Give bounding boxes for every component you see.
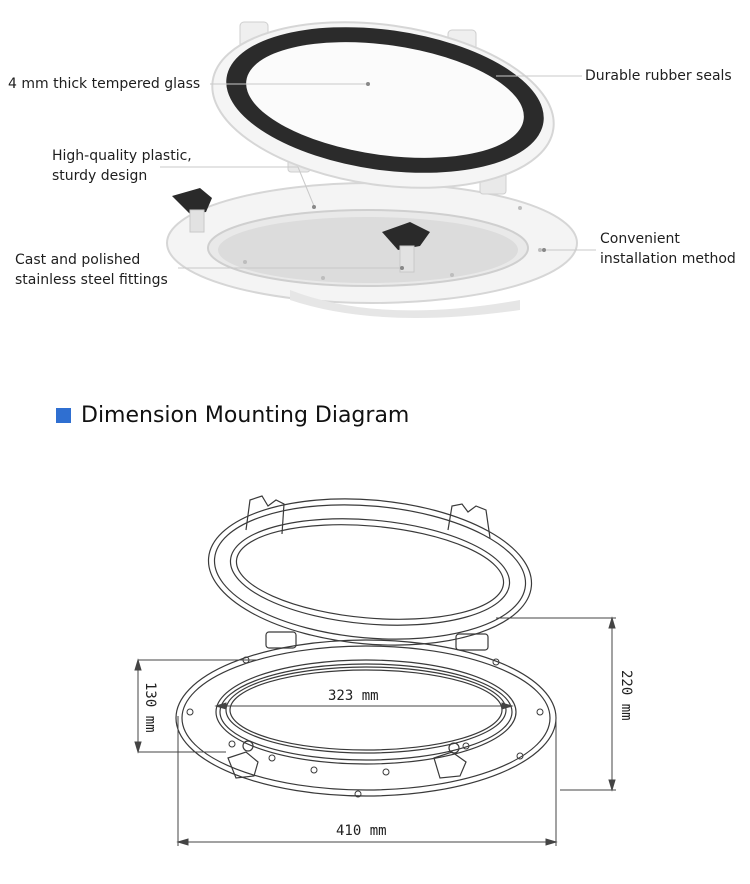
dimension-outer-height: 220 mm [618,670,634,721]
label-rubber-seals: Durable rubber seals [585,68,732,84]
section-title-text: Dimension Mounting Diagram [81,403,410,428]
section-title: Dimension Mounting Diagram [56,403,409,428]
label-steel-fittings: Cast and polished stainless steel fittin… [15,252,168,288]
dimension-inner-height: 130 mm [142,682,158,733]
label-tempered-glass: 4 mm thick tempered glass [8,76,201,92]
dimension-inner-width: 323 mm [328,688,379,704]
label-plastic-design: High-quality plastic, sturdy design [52,148,192,184]
section-marker [56,408,71,423]
label-installation-method: Convenient installation method [600,231,736,267]
dimension-outer-width: 410 mm [336,823,387,839]
porthole-product-illustration [160,21,596,318]
